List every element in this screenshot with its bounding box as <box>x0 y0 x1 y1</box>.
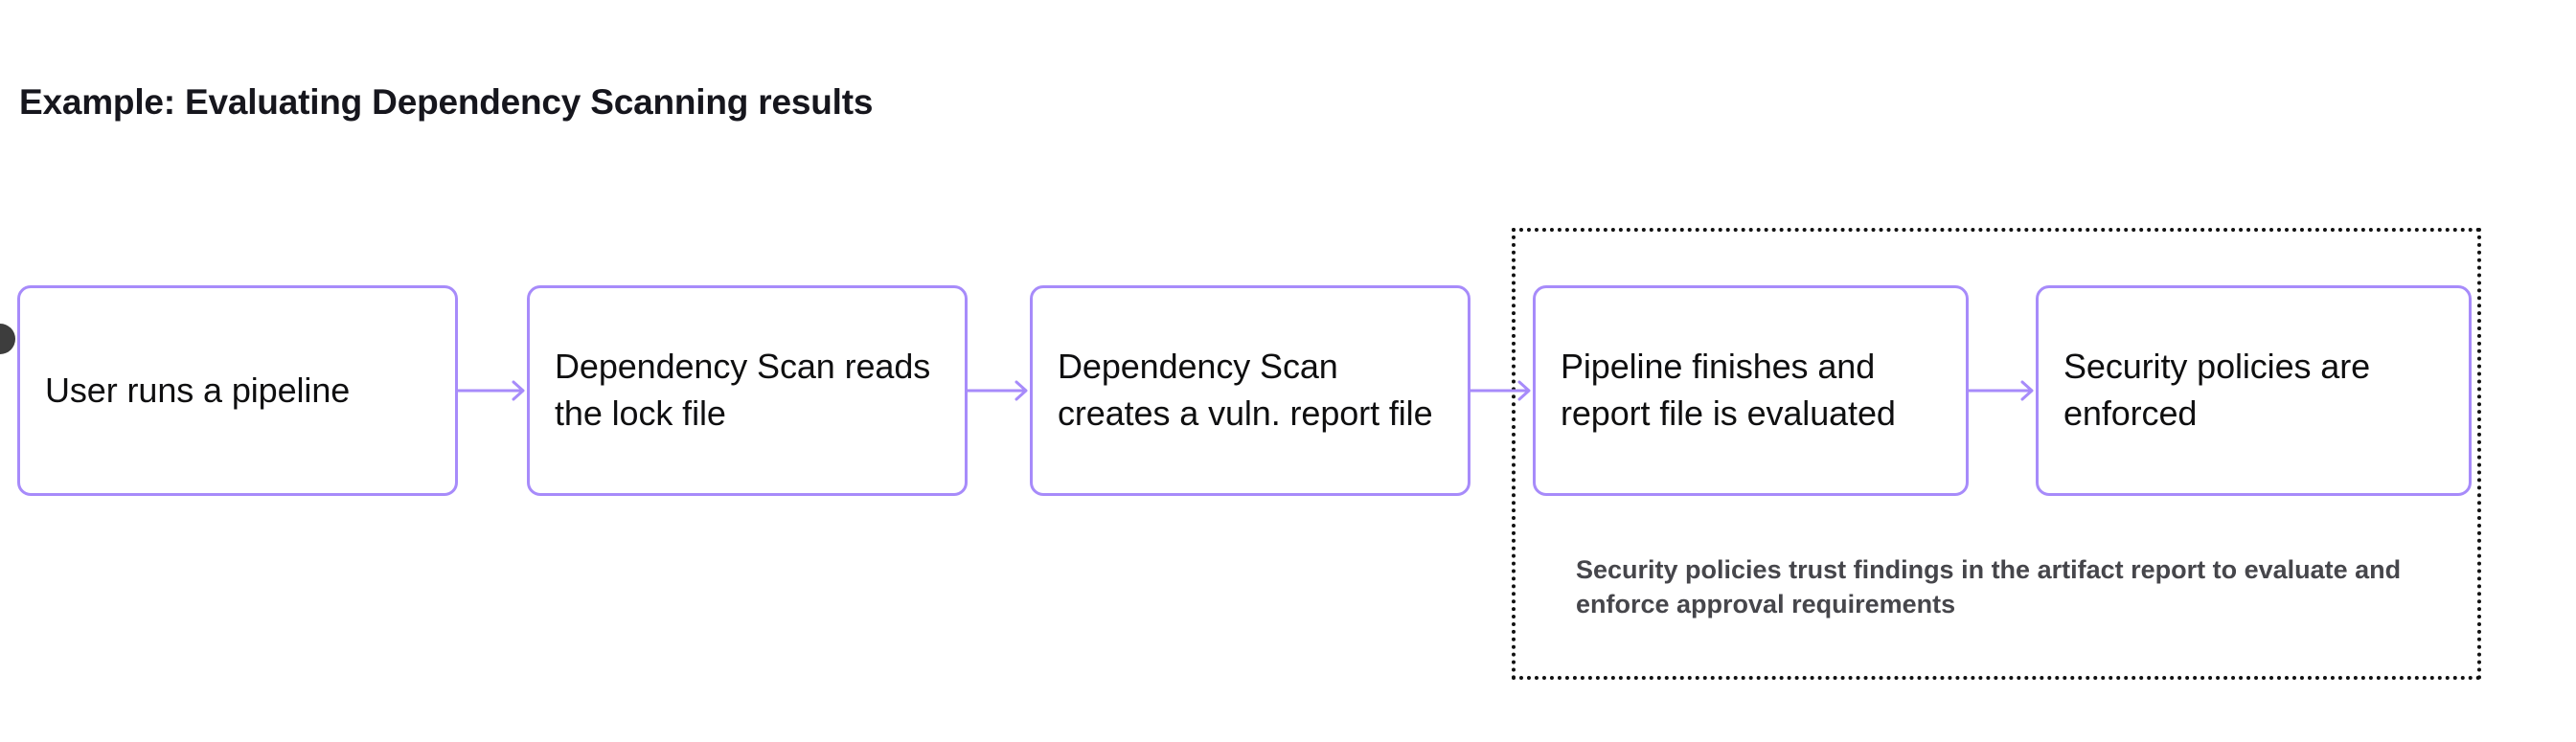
flow-node-dependency-scan-reads-lock-file[interactable]: Dependency Scan reads the lock file <box>527 285 968 496</box>
flow-node-pipeline-finishes-report-evaluated[interactable]: Pipeline finishes and report file is eva… <box>1533 285 1969 496</box>
flow-node-label: Security policies are enforced <box>2063 347 2371 433</box>
flow-node-label: Dependency Scan reads the lock file <box>555 347 931 433</box>
group-caption: Security policies trust findings in the … <box>1576 555 2402 618</box>
security-policy-group-container <box>1512 228 2481 680</box>
flow-node-label: User runs a pipeline <box>45 370 351 410</box>
flow-node-user-runs-pipeline[interactable]: User runs a pipeline <box>17 285 458 496</box>
arrow-node2-to-node3 <box>968 371 1032 410</box>
arrow-node1-to-node2 <box>458 371 529 410</box>
arrow-node3-to-node4 <box>1470 371 1535 410</box>
flow-node-label: Pipeline finishes and report file is eva… <box>1561 347 1896 433</box>
flow-node-security-policies-enforced[interactable]: Security policies are enforced <box>2036 285 2472 496</box>
arrow-node4-to-node5 <box>1969 371 2038 410</box>
page-title: Example: Evaluating Dependency Scanning … <box>19 82 874 122</box>
start-node-dot <box>0 324 15 354</box>
flow-node-label: Dependency Scan creates a vuln. report f… <box>1058 347 1433 433</box>
flow-node-dependency-scan-creates-report[interactable]: Dependency Scan creates a vuln. report f… <box>1030 285 1470 496</box>
